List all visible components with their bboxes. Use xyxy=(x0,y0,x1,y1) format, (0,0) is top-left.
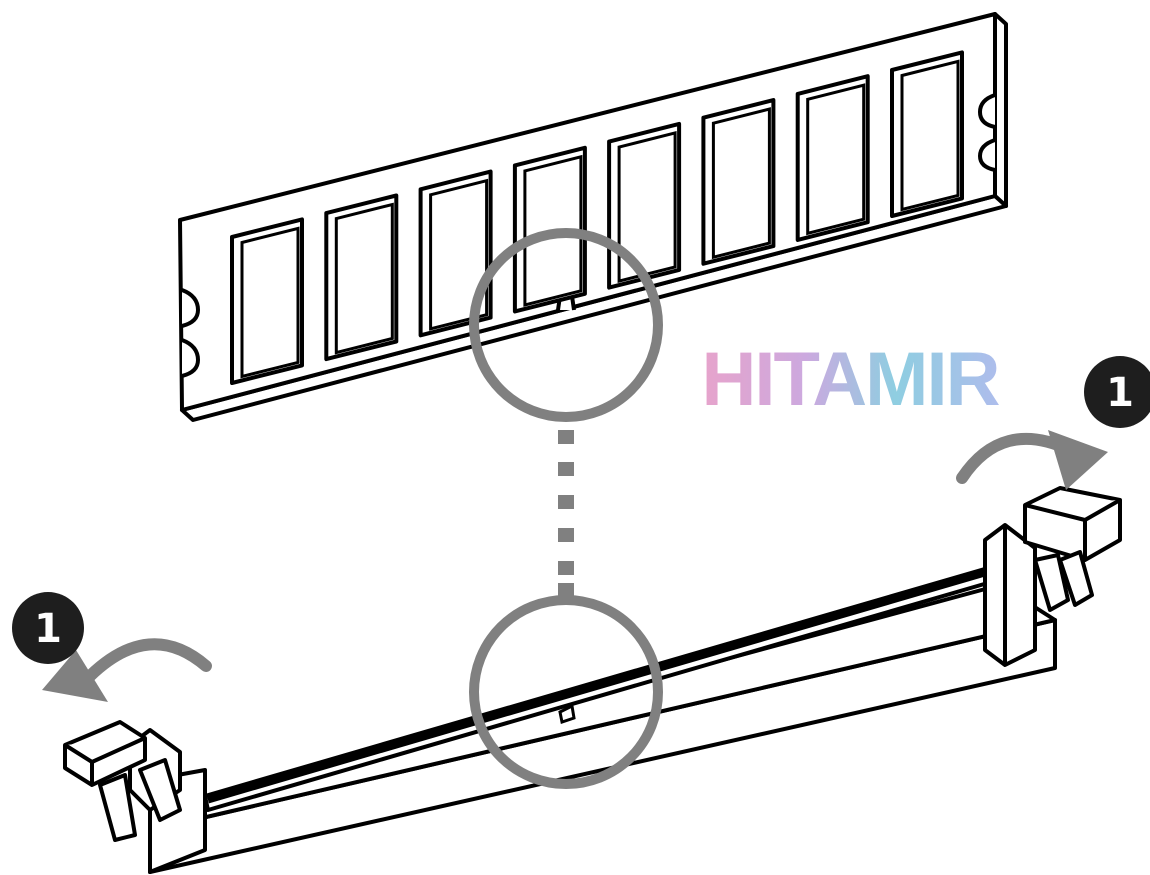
memory-chip xyxy=(795,74,870,242)
right-rotate-arrow-icon xyxy=(956,430,1108,490)
memory-chip xyxy=(701,98,776,266)
step-marker-left: 1 xyxy=(12,592,84,664)
connector-dash xyxy=(558,561,574,575)
memory-chip xyxy=(230,217,304,385)
memory-chip xyxy=(418,169,493,338)
numbered-circle-icon xyxy=(1084,356,1150,428)
alignment-indicator xyxy=(469,228,663,789)
memory-chip-bevel xyxy=(523,154,583,307)
memory-chip-bevel xyxy=(617,130,677,284)
step-marker-number: 1 xyxy=(34,606,62,652)
connector-dash xyxy=(558,583,574,597)
memory-chip-bevel xyxy=(334,202,394,355)
dimm-slot xyxy=(128,523,1057,874)
memory-chip-bevel xyxy=(806,83,866,236)
module-notch-highlight-circle xyxy=(469,228,663,422)
connector-dash xyxy=(558,495,574,509)
slot-key-highlight-circle xyxy=(469,595,663,789)
numbered-circle-icon xyxy=(12,592,84,664)
connector-dash xyxy=(558,462,574,476)
memory-chip-bevel xyxy=(900,59,960,212)
memory-chip-bevel xyxy=(711,107,771,260)
slot-key xyxy=(558,703,576,724)
connector-dash xyxy=(558,430,574,444)
hitamir-watermark: HITAMIR xyxy=(702,337,1000,422)
left-latch xyxy=(63,720,182,842)
memory-chip-bevel xyxy=(240,226,300,379)
dashed-connector xyxy=(558,430,574,597)
memory-chips xyxy=(230,50,964,385)
right-latch xyxy=(1023,486,1122,612)
step-marker-right: 1 xyxy=(1084,356,1150,428)
step-marker-number: 1 xyxy=(1106,370,1134,416)
memory-chip xyxy=(324,193,399,362)
memory-chip-bevel xyxy=(429,178,489,331)
left-rotate-arrow-icon xyxy=(42,638,212,702)
memory-chip xyxy=(890,50,964,218)
connector-dash xyxy=(558,528,574,542)
